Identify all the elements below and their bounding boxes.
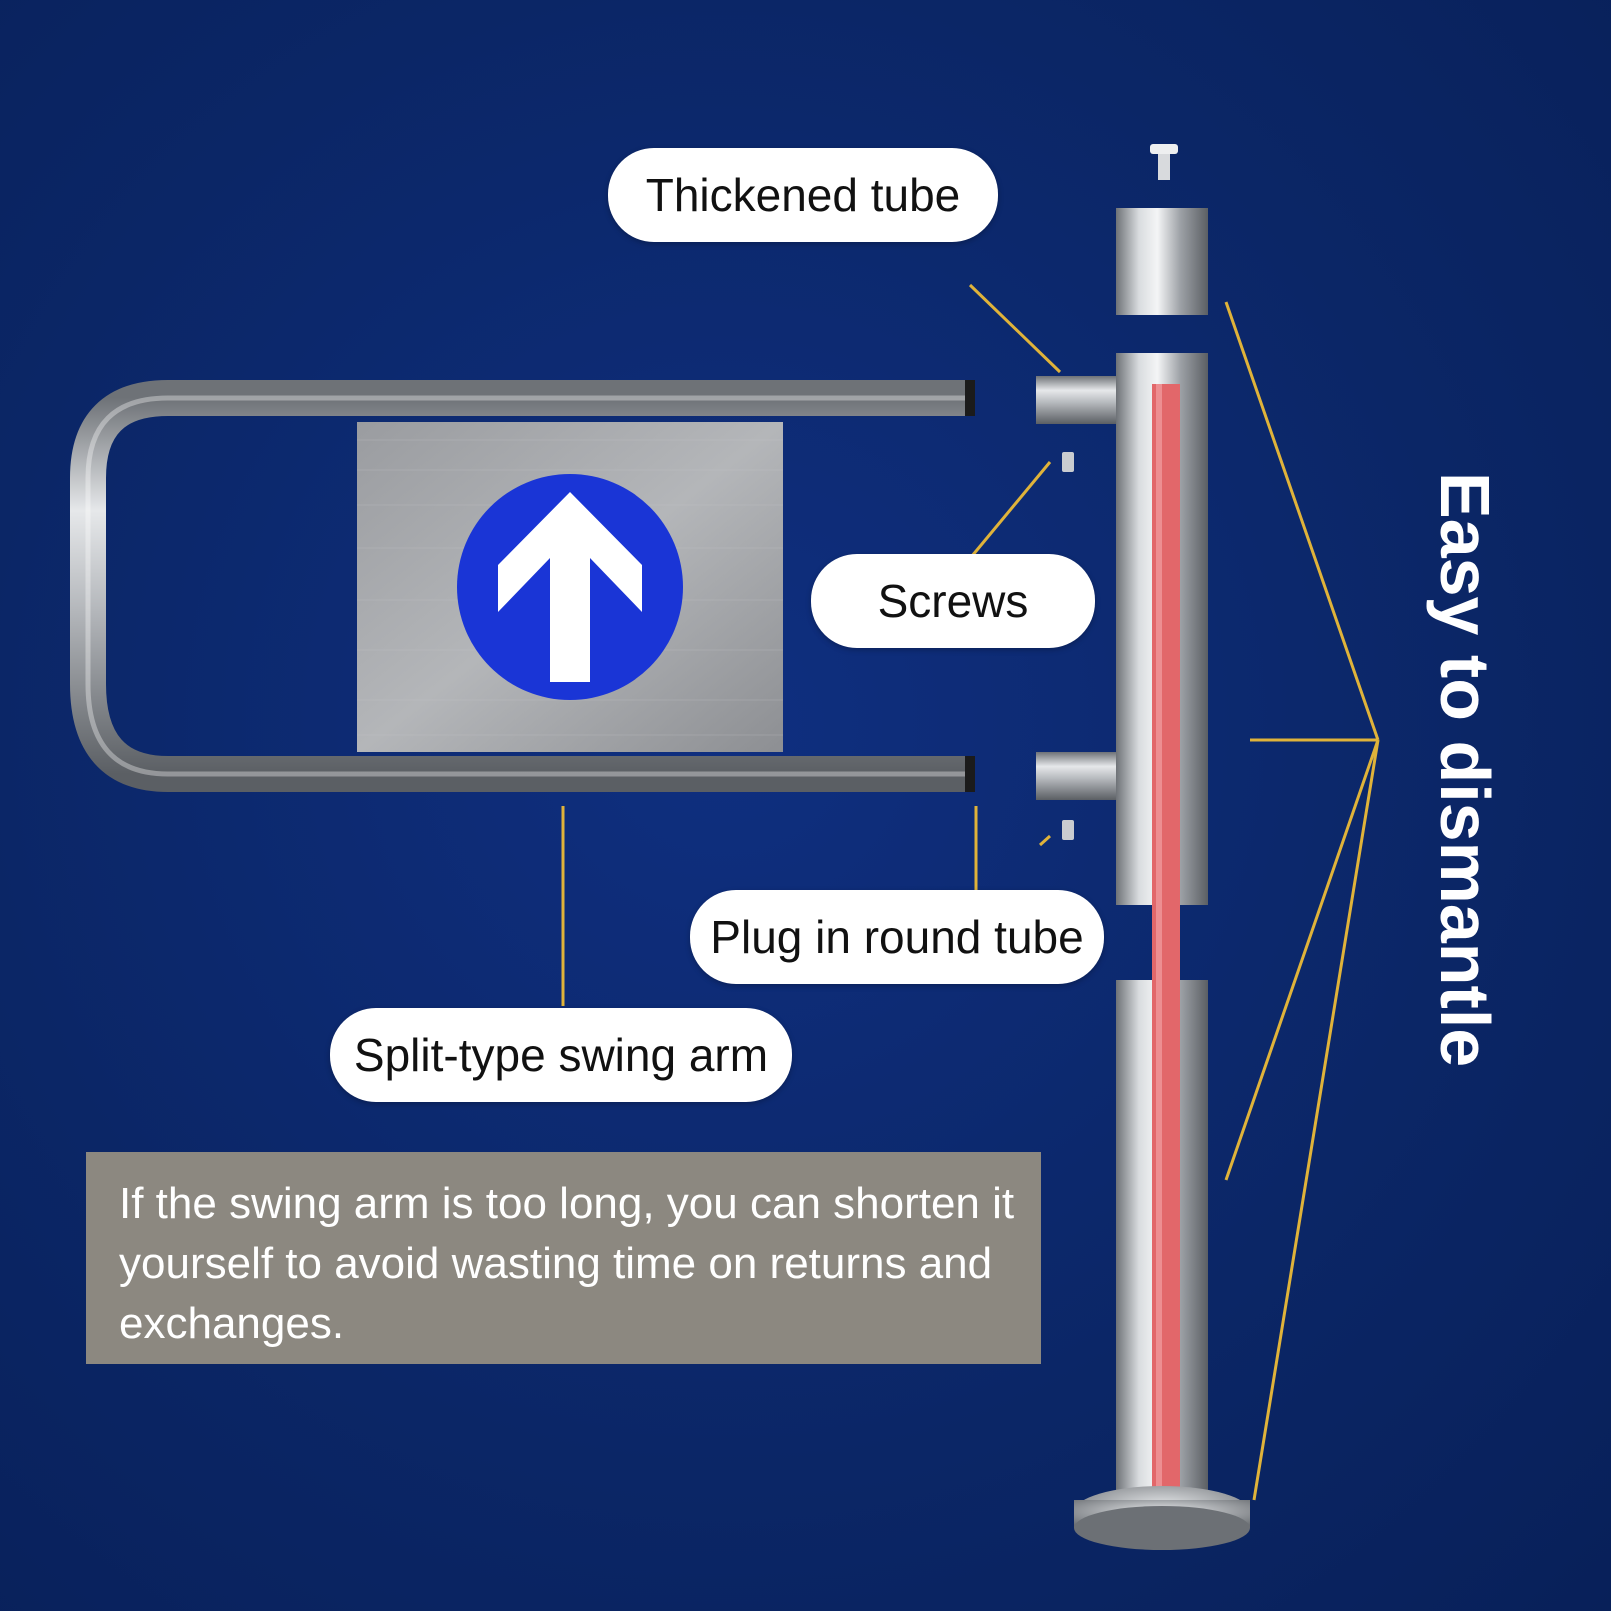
arrow-up-icon <box>498 492 642 682</box>
note-box: If the swing arm is too long, you can sh… <box>86 1152 1041 1364</box>
post-top-cap <box>1116 208 1208 315</box>
screw <box>1062 452 1074 472</box>
screw <box>1062 820 1074 840</box>
callout-screws: Screws <box>811 554 1095 648</box>
swing-arm-tube <box>70 380 970 792</box>
leader-lines <box>561 283 1380 1501</box>
callout-plug-in-round-tube: Plug in round tube <box>690 890 1104 984</box>
callout-thickened-tube: Thickened tube <box>608 148 998 242</box>
callout-split-type-swing-arm: Split-type swing arm <box>330 1008 792 1102</box>
note-text: If the swing arm is too long, you can sh… <box>119 1179 1015 1348</box>
side-heading: Easy to dismantle <box>1426 472 1504 1068</box>
